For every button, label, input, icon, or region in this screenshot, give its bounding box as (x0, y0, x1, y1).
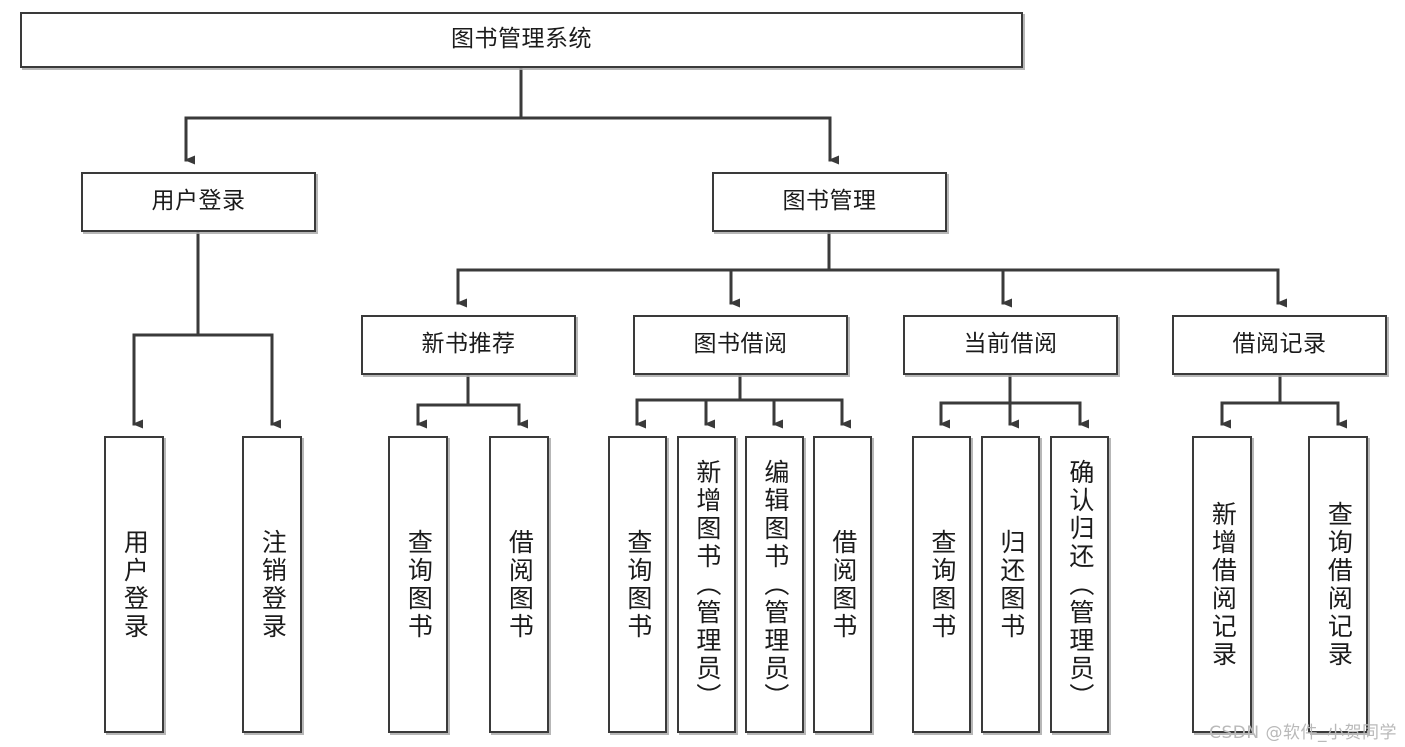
leaf-current-confirm-return[interactable]: 确认归还（管理员） (1050, 436, 1109, 733)
leaf-record-query-label: 查询借阅记录 (1324, 500, 1354, 669)
node-user-login[interactable]: 用户登录 (81, 172, 316, 232)
leaf-current-query-book-label: 查询图书 (927, 528, 957, 641)
leaf-current-return-book[interactable]: 归还图书 (981, 436, 1040, 733)
node-book-management-label: 图书管理 (782, 188, 877, 215)
node-borrow-record-label: 借阅记录 (1232, 331, 1327, 358)
leaf-borrow-query-book[interactable]: 查询图书 (608, 436, 667, 733)
node-root[interactable]: 图书管理系统 (20, 12, 1023, 68)
leaf-borrow-borrow-book-label: 借阅图书 (828, 528, 858, 641)
leaf-user-login-label: 用户登录 (120, 528, 150, 641)
node-borrow-record[interactable]: 借阅记录 (1172, 315, 1387, 375)
node-book-management[interactable]: 图书管理 (712, 172, 947, 232)
leaf-borrow-edit-book[interactable]: 编辑图书（管理员） (745, 436, 804, 733)
leaf-newbook-query-book[interactable]: 查询图书 (388, 436, 448, 733)
leaf-record-add[interactable]: 新增借阅记录 (1192, 436, 1252, 733)
node-new-book-recommend-label: 新书推荐 (421, 331, 516, 358)
node-book-borrow-label: 图书借阅 (693, 331, 788, 358)
node-user-login-label: 用户登录 (151, 188, 246, 215)
leaf-newbook-borrow-book-label: 借阅图书 (505, 528, 535, 641)
node-current-borrow-label: 当前借阅 (963, 331, 1058, 358)
leaf-borrow-edit-book-label: 编辑图书（管理员） (760, 458, 790, 711)
leaf-borrow-borrow-book[interactable]: 借阅图书 (813, 436, 872, 733)
leaf-current-confirm-return-label: 确认归还（管理员） (1065, 458, 1095, 711)
leaf-record-add-label: 新增借阅记录 (1208, 500, 1238, 669)
node-current-borrow[interactable]: 当前借阅 (903, 315, 1118, 375)
node-root-label: 图书管理系统 (451, 26, 592, 53)
leaf-newbook-query-book-label: 查询图书 (404, 528, 434, 641)
leaf-logout[interactable]: 注销登录 (242, 436, 302, 733)
leaf-user-login[interactable]: 用户登录 (104, 436, 164, 733)
leaf-borrow-add-book[interactable]: 新增图书（管理员） (677, 436, 736, 733)
leaf-borrow-query-book-label: 查询图书 (623, 528, 653, 641)
leaf-current-query-book[interactable]: 查询图书 (912, 436, 971, 733)
node-new-book-recommend[interactable]: 新书推荐 (361, 315, 576, 375)
leaf-logout-label: 注销登录 (258, 528, 288, 641)
leaf-newbook-borrow-book[interactable]: 借阅图书 (489, 436, 549, 733)
leaf-current-return-book-label: 归还图书 (996, 528, 1026, 641)
leaf-record-query[interactable]: 查询借阅记录 (1308, 436, 1368, 733)
node-book-borrow[interactable]: 图书借阅 (633, 315, 848, 375)
leaf-borrow-add-book-label: 新增图书（管理员） (692, 458, 722, 711)
